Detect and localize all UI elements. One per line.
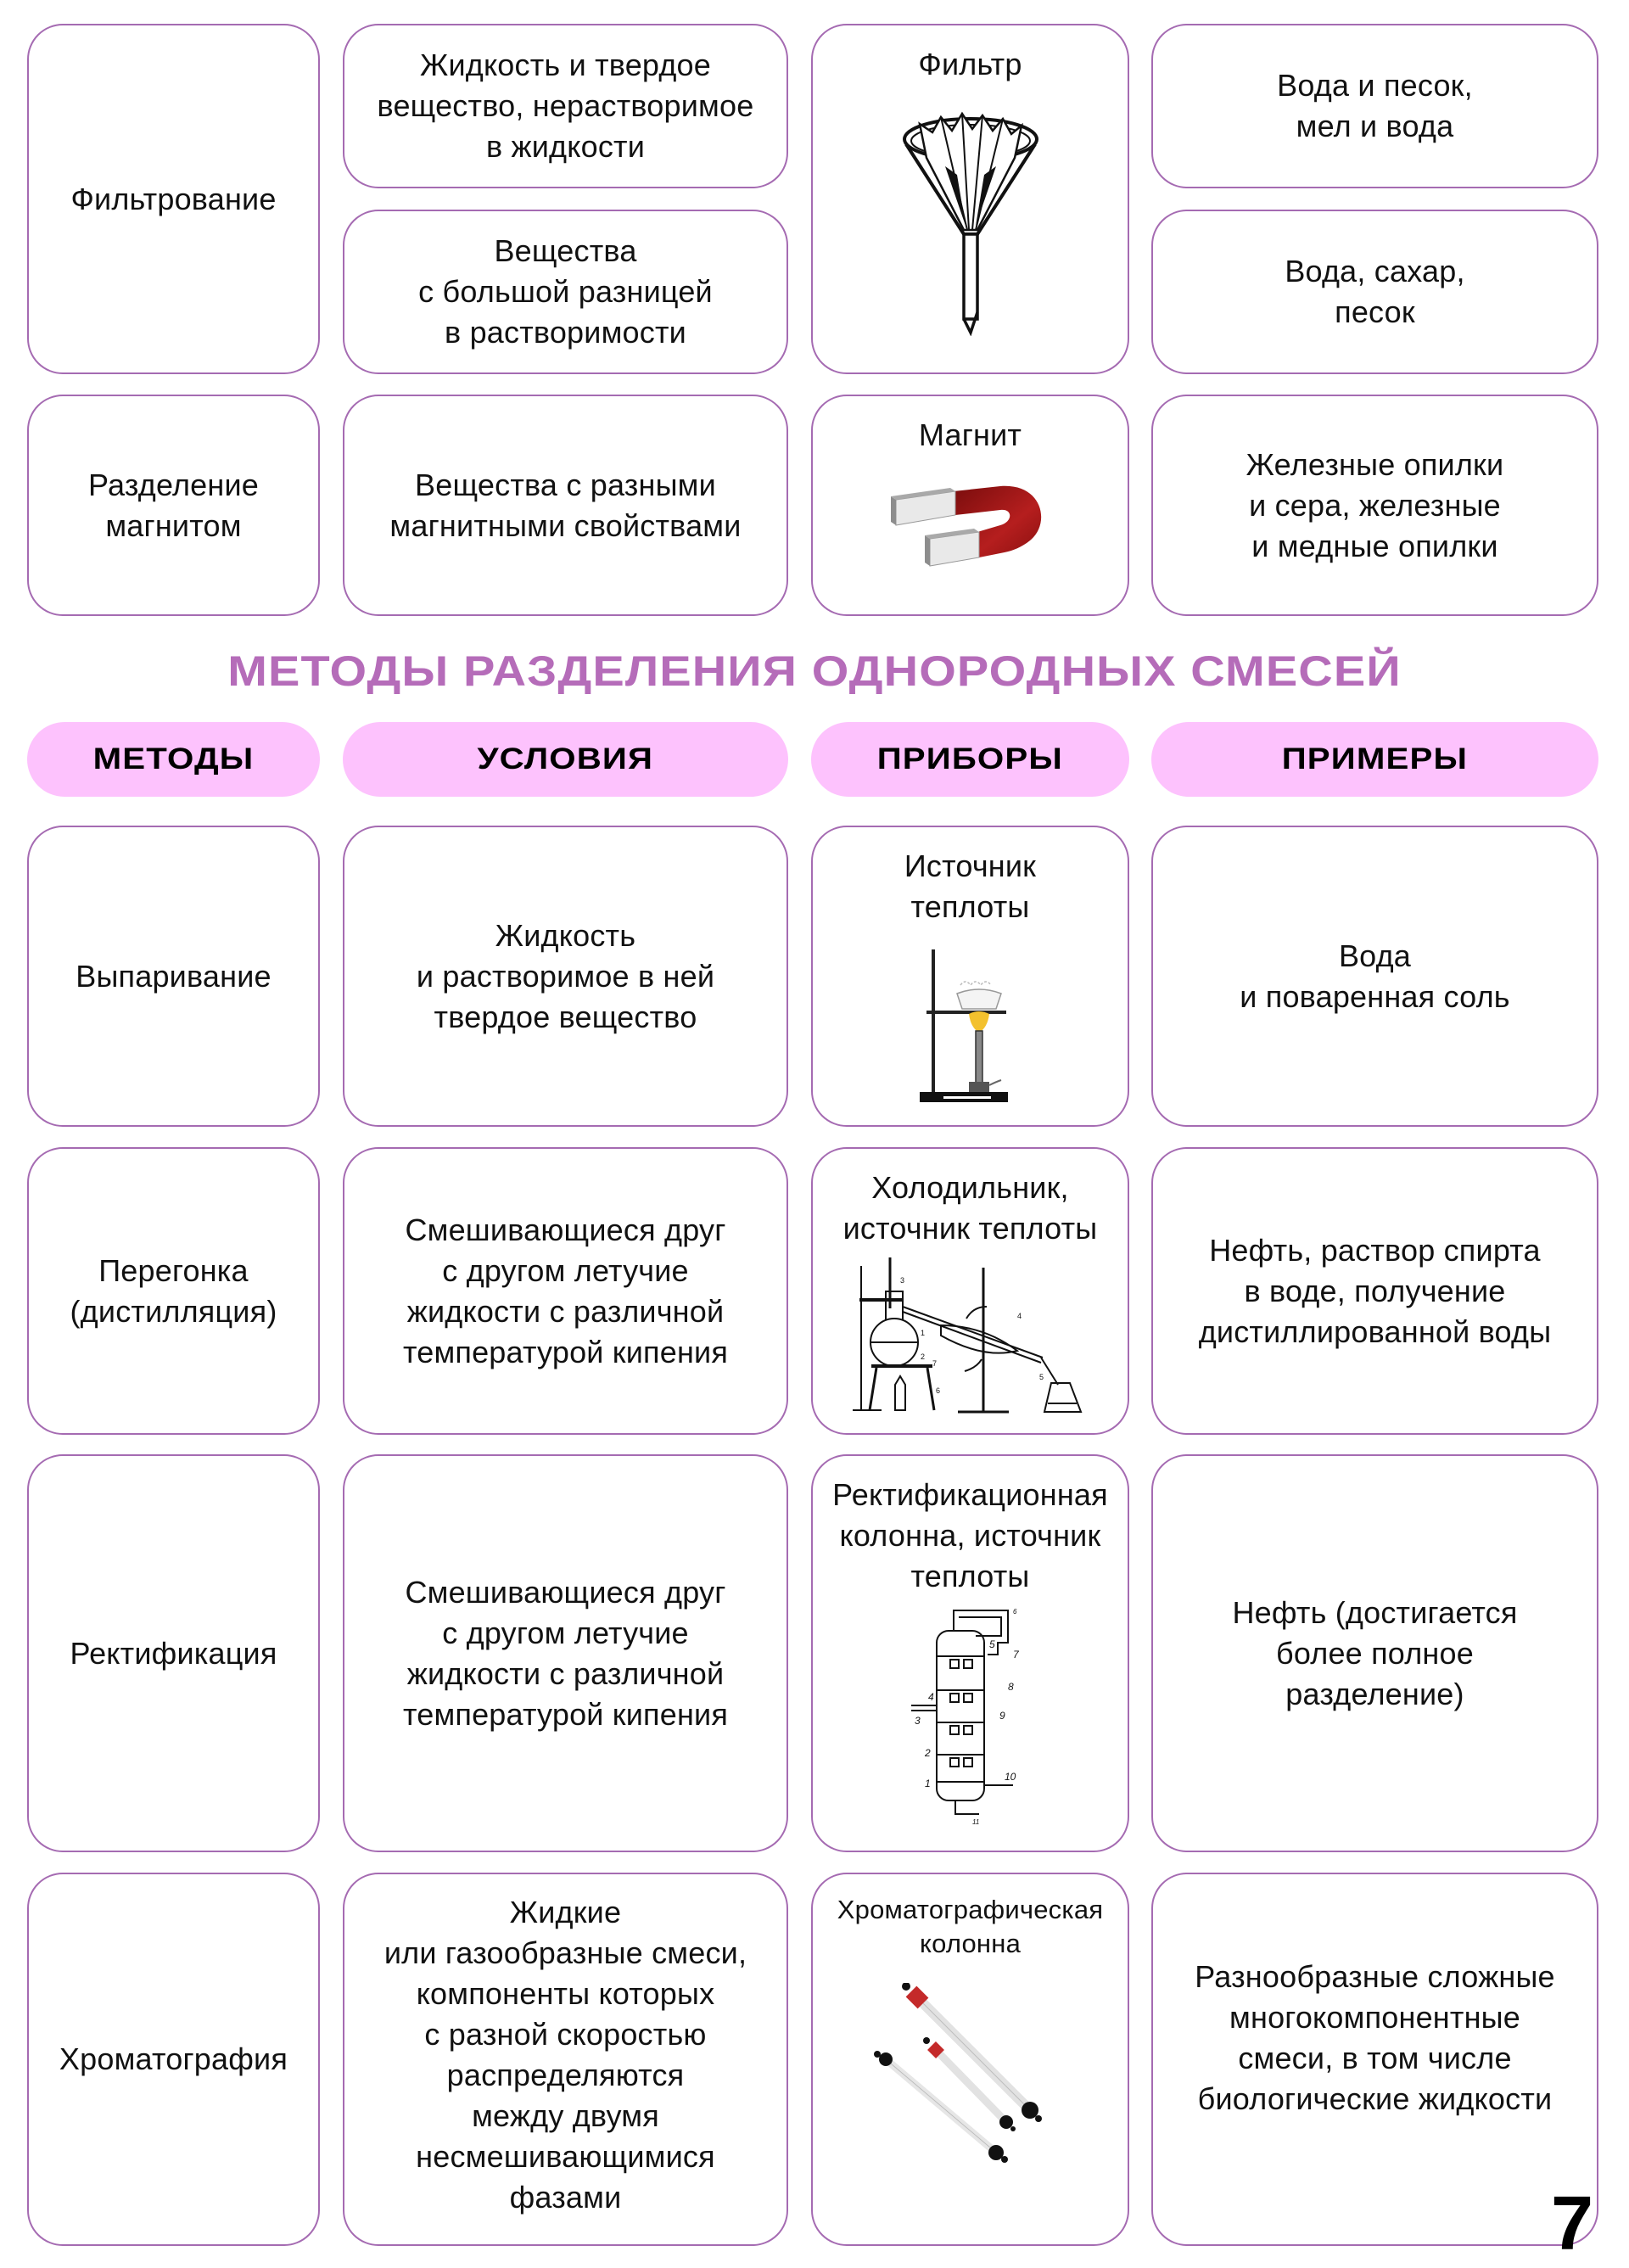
- method-label: Ректификация: [70, 1635, 277, 1671]
- method-cell-filtration: Фильтрование: [27, 24, 320, 374]
- example-cell: Вода и поваренная соль: [1151, 826, 1598, 1127]
- diagram-label: 8: [1008, 1681, 1014, 1693]
- diagram-label: 3: [915, 1715, 921, 1727]
- burner-stand-icon: [919, 949, 1008, 1102]
- diagram-label: 1: [921, 1329, 925, 1337]
- condition-cell: Жидкость и твердое вещество, нерастворим…: [343, 24, 788, 188]
- diagram-label: 3: [900, 1276, 904, 1285]
- condition-cell: Смешивающиеся друг с другом летучие жидк…: [343, 1147, 788, 1435]
- condition-cell: Жидкие или газообразные смеси, компонент…: [343, 1873, 788, 2246]
- method-label: Разделение магнитом: [87, 467, 260, 543]
- example-cell: Вода, сахар, песок: [1151, 210, 1598, 374]
- header-devices: ПРИБОРЫ: [811, 722, 1129, 797]
- diagram-label: 2: [924, 1747, 931, 1759]
- diagram-label: 9: [999, 1710, 1005, 1722]
- diagram-label: 5: [989, 1638, 995, 1650]
- example-cell: Вода и песок, мел и вода: [1151, 24, 1598, 188]
- diagram-label: 1: [925, 1778, 931, 1789]
- condition-label: Смешивающиеся друг с другом летучие жидк…: [402, 1574, 729, 1732]
- header-conditions: УСЛОВИЯ: [343, 722, 788, 797]
- diagram-label: 7: [1013, 1649, 1020, 1660]
- device-cell-filter: Фильтр: [811, 24, 1129, 374]
- device-label: Фильтр: [918, 47, 1022, 81]
- diagram-label: 4: [928, 1691, 934, 1703]
- example-label: Нефть (достигается более полное разделен…: [1232, 1594, 1518, 1711]
- example-label: Разнообразные сложные многокомпонентные …: [1195, 1959, 1555, 2116]
- chromatography-columns-icon: [873, 1983, 1042, 2163]
- header-methods: МЕТОДЫ: [27, 722, 320, 797]
- device-label: Хроматографическая колонна: [837, 1895, 1104, 1958]
- method-label: Перегонка (дистилляция): [70, 1252, 277, 1329]
- device-label: Магнит: [918, 417, 1022, 452]
- condition-label: Смешивающиеся друг с другом летучие жидк…: [402, 1212, 729, 1369]
- device-label: Холодильник, источник теплоты: [842, 1170, 1098, 1246]
- diagram-label: 7: [932, 1359, 937, 1368]
- device-cell-magnet: Магнит: [811, 395, 1129, 616]
- device-cell-heat-source: Источник теплоты: [811, 826, 1129, 1127]
- example-label: Вода, сахар, песок: [1285, 254, 1465, 329]
- condition-label: Жидкие или газообразные смеси, компонент…: [383, 1895, 747, 2215]
- condition-cell: Смешивающиеся друг с другом летучие жидк…: [343, 1454, 788, 1852]
- diagram-label: 6: [1013, 1608, 1017, 1616]
- method-label: Выпаривание: [76, 958, 272, 994]
- diagram-label: 6: [936, 1386, 940, 1395]
- example-label: Нефть, раствор спирта в воде, получение …: [1198, 1232, 1552, 1349]
- header-label: УСЛОВИЯ: [477, 742, 654, 776]
- rectification-column-icon: 1 2 3 4 5 6 7 8 9 10 11: [910, 1608, 1020, 1826]
- header-label: ПРИМЕРЫ: [1281, 742, 1469, 776]
- device-label: Ректификационная колонна, источник тепло…: [832, 1477, 1108, 1593]
- method-cell-rectification: Ректификация: [27, 1454, 320, 1852]
- example-label: Вода и песок, мел и вода: [1277, 68, 1473, 143]
- example-cell: Железные опилки и сера, железные и медны…: [1151, 395, 1598, 616]
- page-number: 7: [1551, 2181, 1594, 2266]
- diagram-label: 10: [1005, 1771, 1016, 1783]
- example-cell: Нефть, раствор спирта в воде, получение …: [1151, 1147, 1598, 1435]
- diagram-label: 5: [1039, 1373, 1044, 1381]
- example-cell: Разнообразные сложные многокомпонентные …: [1151, 1873, 1598, 2246]
- example-label: Железные опилки и сера, железные и медны…: [1246, 446, 1504, 563]
- header-label: ПРИБОРЫ: [876, 742, 1064, 776]
- example-label: Вода и поваренная соль: [1240, 938, 1510, 1014]
- magnet-icon: [890, 485, 1041, 567]
- device-cell-rectification-column: Ректификационная колонна, источник тепло…: [811, 1454, 1129, 1852]
- header-label: МЕТОДЫ: [92, 742, 255, 776]
- funnel-filter-icon: [902, 111, 1038, 336]
- method-cell-magnet: Разделение магнитом: [27, 395, 320, 616]
- condition-label: Жидкость и твердое вещество, нерастворим…: [377, 48, 754, 164]
- condition-cell: Вещества с большой разницей в растворимо…: [343, 210, 788, 374]
- diagram-label: 11: [972, 1818, 979, 1826]
- condition-cell: Жидкость и растворимое в ней твердое вещ…: [343, 826, 788, 1127]
- distillation-apparatus-icon: 1 2 3 4 5 6 7: [852, 1257, 1082, 1414]
- condition-label: Вещества с большой разницей в растворимо…: [418, 233, 713, 350]
- diagram-label: 2: [921, 1352, 925, 1361]
- diagram-label: 4: [1017, 1312, 1022, 1320]
- method-cell-chromatography: Хроматография: [27, 1873, 320, 2246]
- method-cell-evaporation: Выпаривание: [27, 826, 320, 1127]
- condition-cell: Вещества с разными магнитными свойствами: [343, 395, 788, 616]
- device-cell-condenser: Холодильник, источник теплоты 1 2 3 4 5: [811, 1147, 1129, 1435]
- device-label: Источник теплоты: [904, 848, 1037, 924]
- example-cell: Нефть (достигается более полное разделен…: [1151, 1454, 1598, 1852]
- condition-label: Жидкость и растворимое в ней твердое вещ…: [416, 917, 715, 1034]
- device-cell-chromatography-column: Хроматографическая колонна: [811, 1873, 1129, 2246]
- method-cell-distillation: Перегонка (дистилляция): [27, 1147, 320, 1435]
- header-examples: ПРИМЕРЫ: [1151, 722, 1598, 797]
- section-title: МЕТОДЫ РАЗДЕЛЕНИЯ ОДНОРОДНЫХ СМЕСЕЙ: [227, 647, 1402, 695]
- condition-label: Вещества с разными магнитными свойствами: [389, 467, 742, 543]
- method-label: Фильтрование: [70, 181, 277, 216]
- method-label: Хроматография: [59, 2041, 288, 2076]
